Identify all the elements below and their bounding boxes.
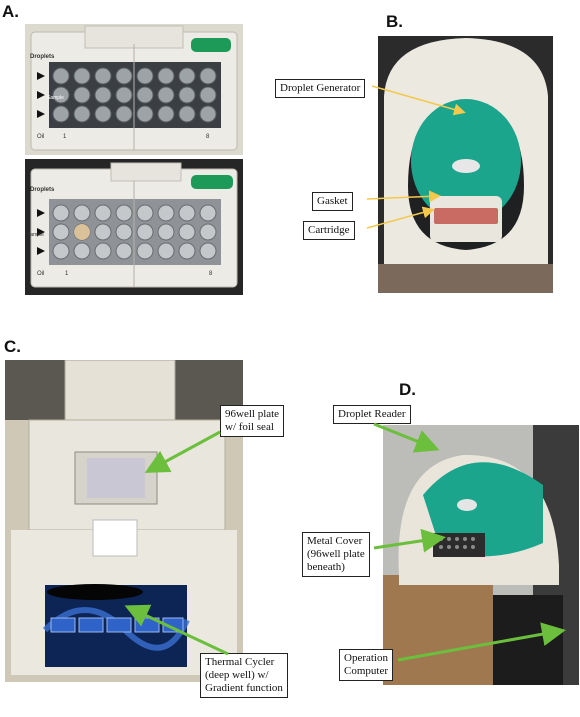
panel-a-photo-bottom: Droplets Sample Oil 1 8 xyxy=(25,159,243,295)
cartridge-bottom-col-first: 1 xyxy=(65,271,69,277)
cycler-callout-line3: Gradient function xyxy=(205,682,283,694)
cartridge-bottom-oil-label: Oil xyxy=(37,271,44,277)
droplet-generator-callout: Droplet Generator xyxy=(275,79,366,98)
cartridge-callout: Cartridge xyxy=(303,221,355,240)
cartridge-top-illustration: Droplets Sample Oil 1 8 xyxy=(25,24,243,155)
cartridge-top-col-first: 1 xyxy=(63,134,67,140)
panel-b-photo xyxy=(378,36,553,293)
gasket-callout: Gasket xyxy=(312,192,353,211)
cartridge-bottom-col-last: 8 xyxy=(209,271,213,277)
cartridge-bottom-droplets-label: Droplets xyxy=(30,187,55,193)
computer-callout-line1: Operation xyxy=(344,652,388,664)
cover-callout-line1: Metal Cover xyxy=(307,535,363,547)
cover-callout-line3: beneath) xyxy=(307,561,345,573)
cartridge-top-col-last: 8 xyxy=(206,134,210,140)
metal-cover-callout: Metal Cover (96well plate beneath) xyxy=(302,532,370,577)
droplet-reader-illustration xyxy=(383,425,579,685)
operation-computer-callout: Operation Computer xyxy=(339,649,393,681)
panel-c-photo xyxy=(5,360,243,682)
computer-callout-line2: Computer xyxy=(344,665,388,677)
panel-d-photo xyxy=(383,425,579,685)
cycler-callout-line1: Thermal Cycler xyxy=(205,656,275,668)
cover-callout-line2: (96well plate xyxy=(307,548,365,560)
droplet-reader-callout: Droplet Reader xyxy=(333,405,411,424)
thermal-cycler-illustration xyxy=(5,360,243,682)
panel-c-letter: C. xyxy=(4,337,21,356)
thermal-cycler-callout: Thermal Cycler (deep well) w/ Gradient f… xyxy=(200,653,288,698)
panel-a-photo-top: Droplets Sample Oil 1 8 xyxy=(25,24,243,155)
cartridge-bottom-sample-label: Sample xyxy=(27,232,44,238)
cartridge-top-oil-label: Oil xyxy=(37,134,44,140)
panel-b-letter: B. xyxy=(386,12,403,31)
plate-callout: 96well plate w/ foil seal xyxy=(220,405,285,437)
cartridge-bottom-illustration: Droplets Sample Oil 1 8 xyxy=(25,159,243,295)
plate-callout-line2: w/ foil seal xyxy=(225,421,274,433)
cartridge-top-sample-label: Sample xyxy=(47,95,64,101)
plate-callout-line1: 96well plate xyxy=(225,408,280,420)
panel-d-letter: D. xyxy=(399,380,416,399)
panel-a-letter: A. xyxy=(2,2,19,21)
cycler-callout-line2: (deep well) w/ xyxy=(205,669,269,681)
droplet-generator-illustration xyxy=(378,36,553,293)
cartridge-top-droplets-label: Droplets xyxy=(30,54,55,60)
